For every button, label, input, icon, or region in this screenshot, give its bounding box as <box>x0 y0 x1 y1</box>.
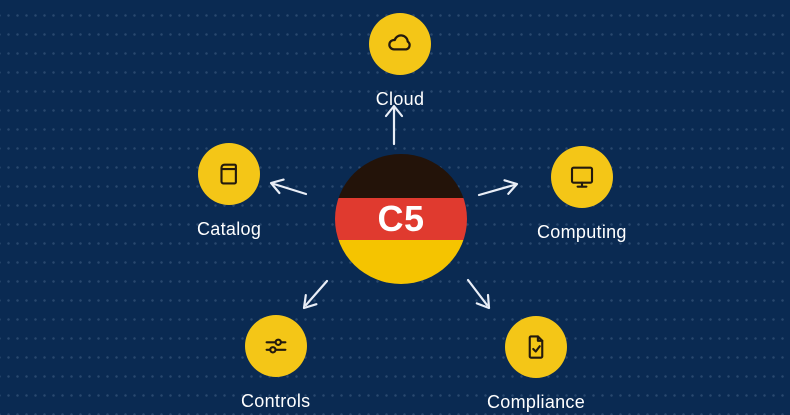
arrow-to-controls <box>302 279 329 310</box>
node-label-compliance: Compliance <box>487 392 586 412</box>
book-icon <box>220 163 238 185</box>
monitor-icon <box>570 166 593 188</box>
computing-circle <box>550 146 613 208</box>
arrow-to-cloud <box>384 104 404 146</box>
center-c5-node: C5 <box>335 154 467 284</box>
flag-black-stripe <box>335 154 467 199</box>
arrow-to-computing <box>477 179 519 197</box>
document-check-icon <box>528 335 544 359</box>
flag-gold-stripe <box>335 239 467 284</box>
controls-circle <box>244 315 307 377</box>
node-cloud: Cloud <box>369 13 431 110</box>
node-label-computing: Computing <box>537 222 627 242</box>
cloud-icon <box>388 34 411 51</box>
node-label-catalog: Catalog <box>197 219 262 239</box>
node-computing: Computing <box>537 146 627 243</box>
node-label-controls: Controls <box>241 391 311 411</box>
flag-red-stripe: C5 <box>335 198 467 240</box>
arrow-to-compliance <box>466 278 491 310</box>
cloud-circle <box>369 13 431 75</box>
catalog-circle <box>198 143 261 205</box>
sliders-icon <box>265 338 287 354</box>
node-label-cloud: Cloud <box>375 89 425 109</box>
node-compliance: Compliance <box>487 316 585 413</box>
compliance-circle <box>505 316 568 378</box>
node-controls: Controls <box>241 315 310 412</box>
node-catalog: Catalog <box>197 143 261 240</box>
center-label: C5 <box>377 197 425 239</box>
arrow-to-catalog <box>269 178 308 196</box>
